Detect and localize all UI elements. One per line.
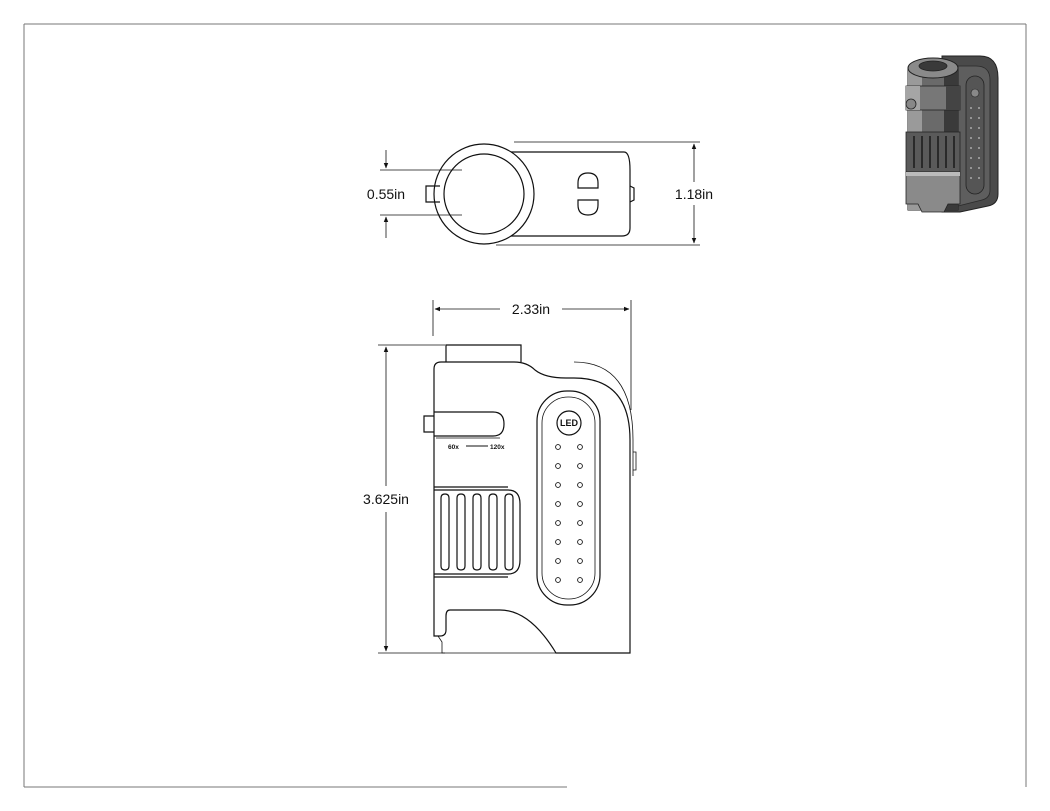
lens-diameter-dimension: 0.55in	[367, 150, 405, 238]
product-render-thumbnail	[905, 55, 999, 213]
sheet-frame	[23, 23, 1027, 788]
width-dimension: 2.33in	[432, 300, 632, 410]
zoom-max-label: 120x	[490, 444, 505, 451]
thickness-label: 1.18in	[675, 186, 713, 202]
zoom-min-label: 60x	[448, 444, 459, 451]
thickness-dimension: 1.18in	[675, 143, 713, 244]
front-view-drawing	[423, 344, 637, 654]
height-label: 3.625in	[363, 491, 409, 507]
height-dimension: 3.625in	[363, 344, 445, 654]
top-view-drawing	[380, 141, 700, 246]
lens-diameter-label: 0.55in	[367, 186, 405, 202]
led-button-label: LED	[560, 418, 579, 428]
width-label: 2.33in	[512, 301, 550, 317]
led-hole-grid	[555, 444, 583, 583]
